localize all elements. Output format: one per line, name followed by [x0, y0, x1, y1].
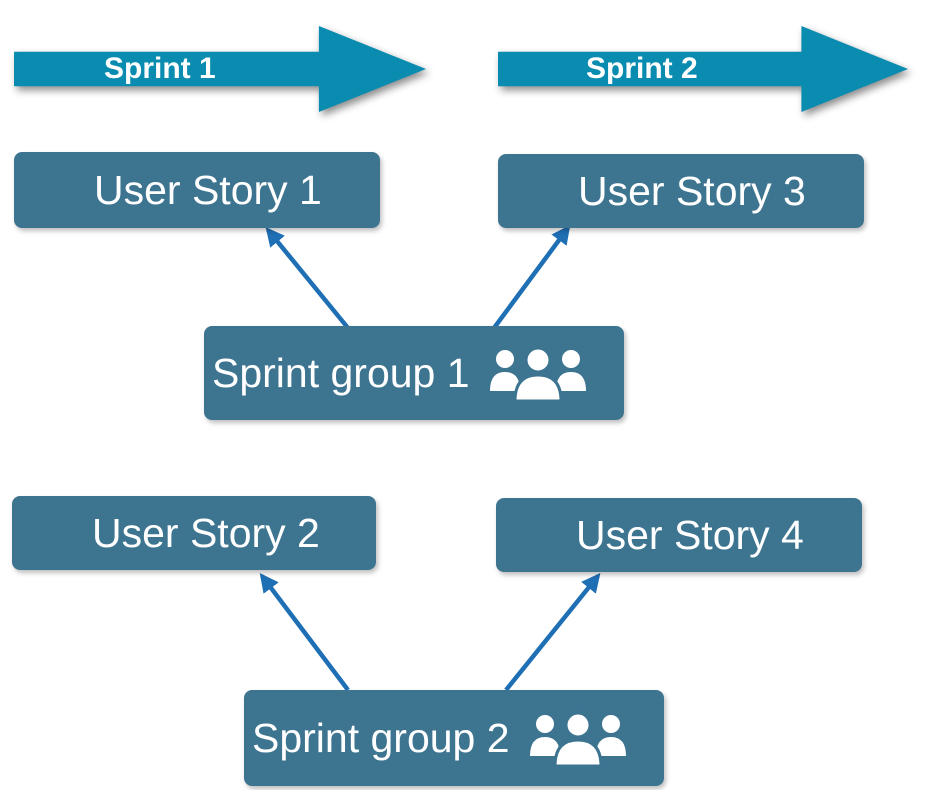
sprint-group-2-box: Sprint group 2: [244, 690, 664, 786]
user-story-3-label: User Story 3: [578, 167, 806, 214]
user-story-4-label: User Story 4: [576, 511, 804, 558]
arrow-group2-to-story4: [504, 573, 601, 692]
sprint-group-2-label: Sprint group 2: [252, 714, 510, 761]
sprint-2-label: Sprint 2: [586, 52, 698, 85]
user-story-3-box: User Story 3: [498, 154, 864, 228]
sprint-1-arrow: Sprint 1: [14, 26, 426, 112]
users-group-icon: [529, 708, 626, 768]
sprint-group-1-box: Sprint group 1: [204, 326, 624, 420]
sprint-group-1-label: Sprint group 1: [212, 349, 470, 396]
user-story-1-label: User Story 1: [94, 166, 322, 213]
arrow-group1-to-story3: [492, 224, 571, 330]
sprint-1-label: Sprint 1: [104, 52, 216, 85]
user-story-1-box: User Story 1: [14, 152, 380, 228]
user-story-4-box: User Story 4: [496, 498, 862, 572]
user-story-2-label: User Story 2: [92, 509, 320, 556]
user-story-2-box: User Story 2: [12, 496, 376, 570]
sprint-2-arrow: Sprint 2: [498, 26, 908, 112]
users-group-icon: [489, 343, 586, 403]
arrow-group1-to-story1: [265, 227, 350, 330]
arrow-group2-to-story2: [259, 572, 350, 692]
